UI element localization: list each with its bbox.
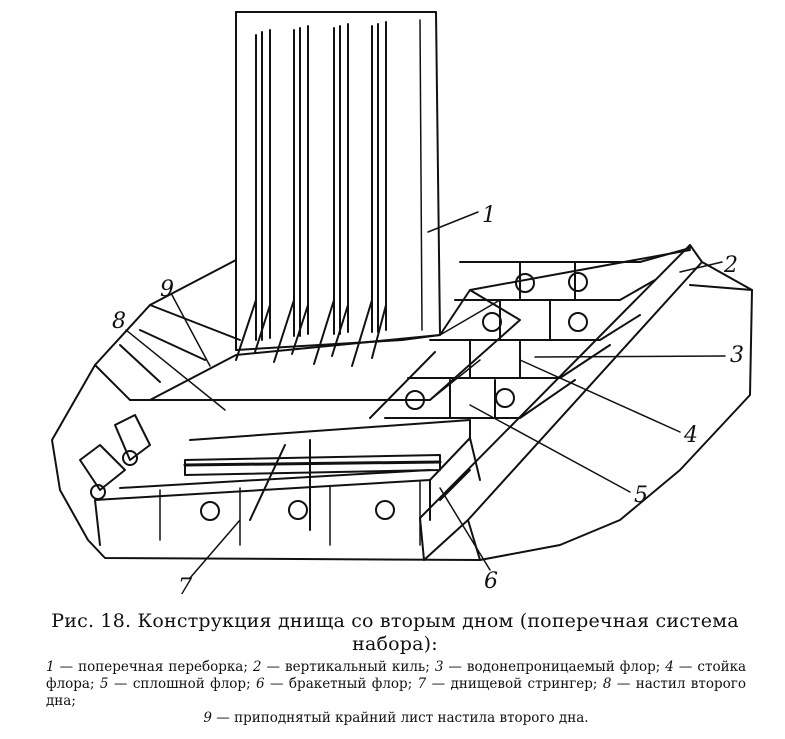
diagram-canvas: 1 2 3 4 5 6 7 8 9 bbox=[51, 11, 753, 600]
legend-item: 1 — поперечная переборка; bbox=[46, 659, 248, 675]
legend-item: 6 — бракетный флор; bbox=[256, 676, 413, 692]
transverse-bulkhead bbox=[235, 11, 441, 367]
legend-item: 7 — днищевой стрингер; bbox=[417, 676, 598, 692]
floors bbox=[384, 247, 691, 419]
callout-1: 1 bbox=[482, 203, 496, 228]
bulkhead-stiffener bbox=[255, 19, 423, 341]
bracket-floor bbox=[429, 437, 481, 501]
legend-item: 4 — стойка флора; bbox=[46, 659, 747, 692]
ship-bottom-structure-diagram: 1 2 3 4 5 6 7 8 9 bbox=[51, 11, 753, 600]
caption-title-line-1: Рис. 18. Конструкция днища со вторым дно… bbox=[51, 610, 739, 632]
caption-title: Рис. 18. Конструкция днища со вторым дно… bbox=[30, 610, 760, 656]
callout-labels: 1 2 3 4 5 6 7 8 9 bbox=[112, 203, 744, 600]
front-floor-and-stringer bbox=[79, 414, 471, 546]
vertical-keel bbox=[419, 244, 753, 561]
callout-7: 7 bbox=[178, 575, 192, 600]
callout-3: 3 bbox=[730, 343, 744, 368]
legend-item: 2 — вертикальный киль; bbox=[252, 659, 430, 675]
figure-caption: Рис. 18. Конструкция днища со вторым дно… bbox=[30, 610, 760, 656]
figure-legend: 1 — поперечная переборка; 2 — вертикальн… bbox=[46, 659, 746, 727]
callout-8: 8 bbox=[112, 309, 126, 334]
margin-plate bbox=[94, 304, 241, 401]
legend-item: 3 — водонепроницаемый флор; bbox=[434, 659, 661, 675]
callout-9: 9 bbox=[160, 277, 174, 302]
callout-6: 6 bbox=[484, 569, 498, 594]
caption-title-line-2: набора): bbox=[352, 633, 438, 655]
callout-5: 5 bbox=[634, 483, 648, 508]
hull-plating bbox=[51, 259, 753, 561]
legend-item: 9 — приподнятый крайний лист настила вто… bbox=[203, 710, 589, 726]
leader-lines bbox=[125, 211, 726, 579]
callout-4: 4 bbox=[683, 423, 698, 448]
callout-2: 2 bbox=[723, 253, 738, 278]
legend-item: 8 — настил второго дна; bbox=[46, 676, 746, 709]
legend-item: 5 — сплошной флор; bbox=[99, 676, 251, 692]
